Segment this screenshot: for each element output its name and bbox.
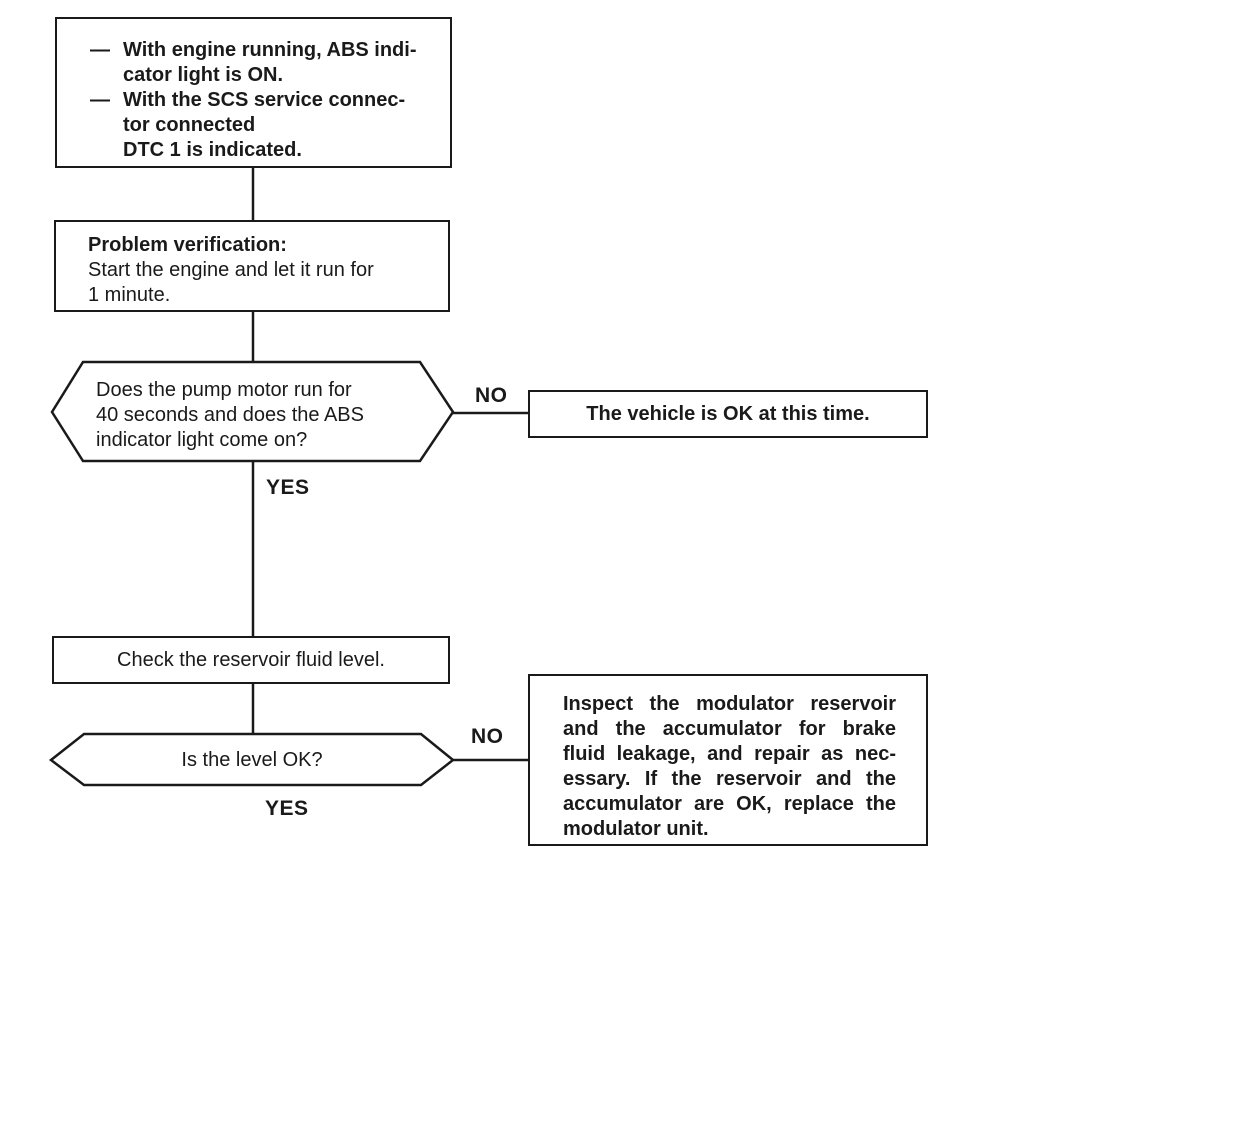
inspect-line: accumulator are OK, replace the xyxy=(563,793,896,815)
decision-line: 40 seconds and does the ABS xyxy=(96,404,364,426)
symptom-line: With engine running, ABS indi- xyxy=(123,39,417,61)
symptom-box: — With engine running, ABS indi- cator l… xyxy=(55,17,452,168)
dash-bullet: — xyxy=(90,39,110,61)
symptom-item-text: With the SCS service connec- tor connect… xyxy=(123,88,442,163)
decision-level-ok-text: Is the level OK? xyxy=(181,749,323,771)
symptom-line: tor connected xyxy=(123,114,256,136)
symptom-item: — With engine running, ABS indi- cator l… xyxy=(90,38,442,88)
verification-line: 1 minute. xyxy=(88,284,171,306)
decision2-yes-label: YES xyxy=(265,797,309,820)
inspect-line: essary. If the reservoir and the xyxy=(563,768,896,790)
verification-line: Start the engine and let it run for xyxy=(88,259,374,281)
inspect-line: Inspect the modulator reservoir xyxy=(563,693,896,715)
decision2-hexagon xyxy=(48,732,456,787)
inspect-line: and the accumulator for brake xyxy=(563,718,896,740)
decision-line: indicator light come on? xyxy=(96,429,308,451)
problem-verification-box: Problem verification: Start the engine a… xyxy=(54,220,450,312)
dash-bullet: — xyxy=(90,89,110,111)
vehicle-ok-text: The vehicle is OK at this time. xyxy=(586,402,870,425)
decision2-no-label: NO xyxy=(471,725,504,748)
decision-line: Does the pump motor run for xyxy=(96,379,352,401)
decision1-yes-label: YES xyxy=(266,476,310,499)
check-reservoir-box: Check the reservoir fluid level. xyxy=(52,636,450,684)
symptom-line: DTC 1 is indicated. xyxy=(123,139,302,161)
vehicle-ok-box: The vehicle is OK at this time. xyxy=(528,390,928,438)
decision-pump-motor-text: Does the pump motor run for 40 seconds a… xyxy=(96,378,426,453)
symptom-line: cator light is ON. xyxy=(123,64,284,86)
symptom-line: With the SCS service connec- xyxy=(123,89,406,111)
check-reservoir-text: Check the reservoir fluid level. xyxy=(117,648,385,671)
symptom-item-text: With engine running, ABS indi- cator lig… xyxy=(123,38,442,88)
symptom-item: — With the SCS service connec- tor conne… xyxy=(90,88,442,163)
inspect-line: modulator unit. xyxy=(563,818,709,840)
verification-title: Problem verification: xyxy=(88,234,287,256)
decision1-hexagon xyxy=(50,360,455,463)
inspect-modulator-box: Inspect the modulator reservoir and the … xyxy=(528,674,928,846)
decision1-no-label: NO xyxy=(475,384,508,407)
inspect-line: fluid leakage, and repair as nec- xyxy=(563,743,896,765)
